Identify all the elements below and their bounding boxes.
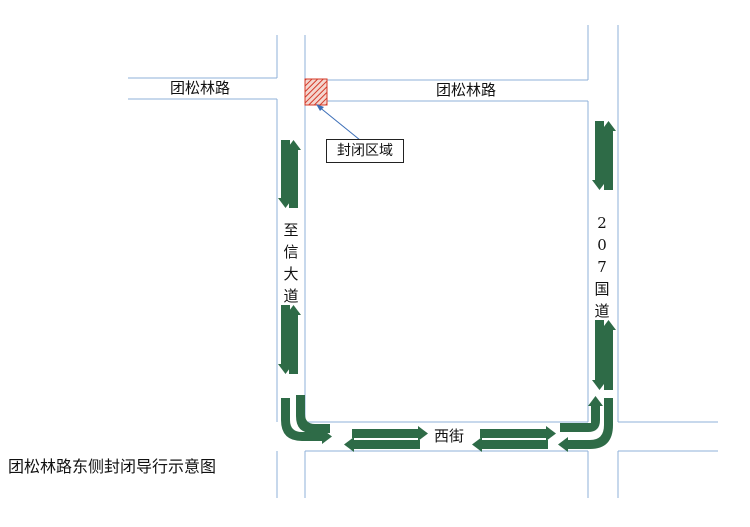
map-caption: 团松林路东侧封闭导行示意图 [8, 457, 217, 476]
down-arrow-icon [592, 320, 607, 390]
up-arrow-icon [601, 121, 616, 190]
road-label-north-east: 团松林路 [436, 81, 497, 99]
road-network [128, 25, 718, 498]
up-arrow-icon [286, 140, 301, 208]
left-arrow-icon [344, 437, 420, 452]
road-label-north-west: 团松林路 [170, 79, 231, 97]
road-label-south-street: 西街 [434, 427, 465, 445]
turn-up-corner-arrow-icon [560, 396, 603, 432]
closed-zone-label: 封闭区域 [326, 139, 404, 163]
left-arrow-icon [472, 437, 548, 452]
turn-left-corner-arrow-icon [558, 398, 613, 452]
down-arrow-icon [592, 121, 607, 190]
up-arrow-icon [601, 320, 616, 390]
up-arrow-icon [286, 305, 301, 374]
leader-arrowhead-icon [316, 104, 324, 111]
right-arrow-icon [352, 426, 428, 441]
corner-return-arrow-icon [296, 395, 330, 433]
right-arrow-icon [480, 426, 556, 441]
traffic-arrows [278, 121, 616, 452]
closed-zone-leader-line [317, 105, 361, 141]
closed-zone-hatched-square-icon [304, 78, 328, 106]
road-label-west-avenue: 至信大道 [283, 221, 299, 305]
